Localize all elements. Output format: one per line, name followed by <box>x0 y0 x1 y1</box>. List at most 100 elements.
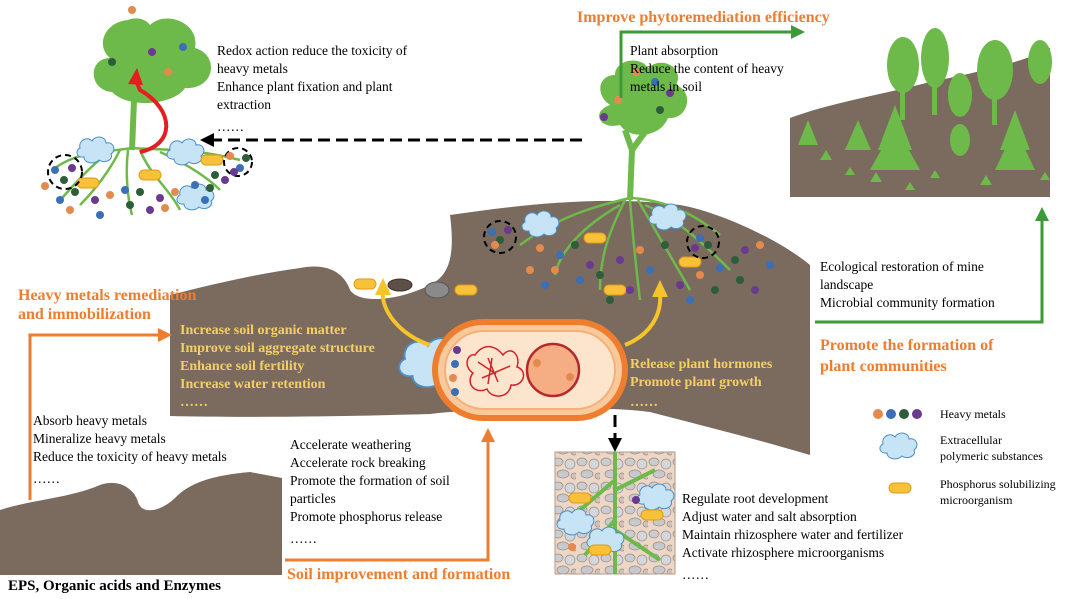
heavy-metal-particle-icon <box>71 188 79 196</box>
plant-absorption-text-3: metals in soil <box>630 79 702 94</box>
heavy-metal-particle-icon <box>226 152 234 160</box>
heavy-metal-particle-icon <box>242 154 250 162</box>
heavy-metal-particle-icon <box>206 184 214 192</box>
root-text-4: Activate rhizosphere microorganisms <box>682 545 885 560</box>
legend-heavy-metals-label: Heavy metals <box>940 407 1006 421</box>
heavy-metal-particle-icon <box>686 296 694 304</box>
heavy-metal-particle-icon <box>128 6 136 14</box>
heavy-metal-particle-icon <box>541 281 549 289</box>
root-text-2: Adjust water and salt absorption <box>682 509 857 524</box>
heavy-metal-particle-icon <box>616 256 624 264</box>
heavy-metal-particle-icon <box>68 164 76 172</box>
heavy-metal-particle-icon <box>661 241 669 249</box>
tree-left-text-2: heavy metals <box>217 61 288 76</box>
heavy-metal-particle-icon <box>179 43 187 51</box>
heavy-metal-particle-icon <box>646 266 654 274</box>
heavy-metal-particle-icon <box>556 251 564 259</box>
heavy-metal-particle-icon <box>171 188 179 196</box>
heavy-metal-particle-icon <box>600 113 608 121</box>
heavy-metal-particle-icon <box>146 206 154 214</box>
heavy-metal-particle-icon <box>731 256 739 264</box>
legend-eps-label-2: polymeric substances <box>940 449 1043 463</box>
heavy-metal-particle-icon <box>536 244 544 252</box>
heavy-metal-particle-icon <box>576 276 584 284</box>
legend-psm-label-2: microorganism <box>940 493 1013 507</box>
tree-left-ellipsis: …… <box>217 119 244 134</box>
orange-arrows <box>28 333 490 562</box>
heavy-metal-particle-icon <box>632 68 640 76</box>
heavy-metal-particle-icon <box>704 241 712 249</box>
heavy-metal-particle-icon <box>741 246 749 254</box>
heavy-metal-particle-icon <box>606 296 614 304</box>
heavy-metal-particle-icon <box>666 89 674 97</box>
heavy-metal-particle-icon <box>96 211 104 219</box>
heavy-metal-particle-icon <box>211 171 219 179</box>
heavy-metal-particle-icon <box>766 261 774 269</box>
heavy-metal-particle-icon <box>736 276 744 284</box>
soil-aggregates <box>353 278 478 299</box>
heavy-metal-particle-icon <box>488 228 496 236</box>
bottom-soil <box>0 472 282 575</box>
title-plant-communities: plant communities <box>820 358 947 375</box>
soil-effect-ellipsis: …… <box>180 395 208 410</box>
legend-icons <box>873 409 922 494</box>
root-text-3: Maintain rhizosphere water and fertilize… <box>682 527 904 542</box>
plant-absorption-text-2: Reduce the content of heavy <box>630 61 784 76</box>
bacterium-icon <box>398 319 628 421</box>
heavy-metal-particle-icon <box>66 206 74 214</box>
tree-left-text-1: Redox action reduce the toxicity of <box>217 43 408 58</box>
heavy-metal-particle-icon <box>56 196 64 204</box>
weathering-text-1: Accelerate weathering <box>290 437 412 452</box>
heavy-metal-particle-icon <box>121 186 129 194</box>
heavy-metal-particle-icon <box>691 244 699 252</box>
tree-left-text-4: extraction <box>217 97 271 112</box>
title-heavy-metals-remediation: Heavy metals remediation <box>18 287 197 304</box>
heavy-metal-particle-icon <box>676 281 684 289</box>
soil-effect-1: Increase soil organic matter <box>180 323 347 338</box>
ecological-text-2: landscape <box>820 277 874 292</box>
hormone-text-2: Promote plant growth <box>630 375 762 390</box>
ecological-text-3: Microbial community formation <box>820 295 995 310</box>
heavy-metal-particle-icon <box>716 264 724 272</box>
weathering-ellipsis: …… <box>290 531 317 546</box>
heavy-metal-particle-icon <box>636 246 644 254</box>
heavy-metal-particle-icon <box>696 271 704 279</box>
root-text-1: Regulate root development <box>682 491 829 506</box>
root-ellipsis: …… <box>682 567 709 582</box>
title-promote-formation: Promote the formation of <box>820 337 994 354</box>
heavy-metal-particle-icon <box>756 241 764 249</box>
absorb-text-2: Mineralize heavy metals <box>33 431 166 446</box>
heavy-metal-particle-icon <box>108 58 116 66</box>
soil-effect-4: Increase water retention <box>180 377 326 392</box>
absorb-text-3: Reduce the toxicity of heavy metals <box>33 449 227 464</box>
weathering-text-5: Promote phosphorus release <box>290 509 443 524</box>
title-eps-organic: EPS, Organic acids and Enzymes <box>8 578 221 594</box>
legend-eps-label-1: Extracellular <box>940 433 1002 447</box>
tree-left-icon <box>47 18 253 216</box>
heavy-metal-particle-icon <box>551 266 559 274</box>
heavy-metal-particle-icon <box>586 261 594 269</box>
heavy-metal-particle-icon <box>106 191 114 199</box>
weathering-text-2: Accelerate rock breaking <box>290 455 426 470</box>
heavy-metal-particle-icon <box>221 176 229 184</box>
weathering-text-3: Promote the formation of soil <box>290 473 450 488</box>
heavy-metal-particle-icon <box>51 166 59 174</box>
heavy-metal-particle-icon <box>504 226 512 234</box>
green-arrows <box>619 30 1044 324</box>
soil-effect-2: Improve soil aggregate structure <box>180 341 375 356</box>
heavy-metal-particle-icon <box>164 68 172 76</box>
heavy-metal-particle-icon <box>156 194 164 202</box>
heavy-metal-particle-icon <box>491 241 499 249</box>
heavy-metal-particle-icon <box>161 204 169 212</box>
hormone-ellipsis: …… <box>630 395 658 410</box>
heavy-metal-particle-icon <box>201 196 209 204</box>
heavy-metal-particle-icon <box>148 48 156 56</box>
legend-psm-label-1: Phosphorus solubilizing <box>940 477 1056 491</box>
heavy-metal-particle-icon <box>711 286 719 294</box>
tree-left-text-3: Enhance plant fixation and plant <box>217 79 393 94</box>
heavy-metal-particle-icon <box>136 188 144 196</box>
heavy-metal-particle-icon <box>230 168 238 176</box>
heavy-metal-particle-icon <box>596 271 604 279</box>
weathering-text-4: particles <box>290 491 336 506</box>
